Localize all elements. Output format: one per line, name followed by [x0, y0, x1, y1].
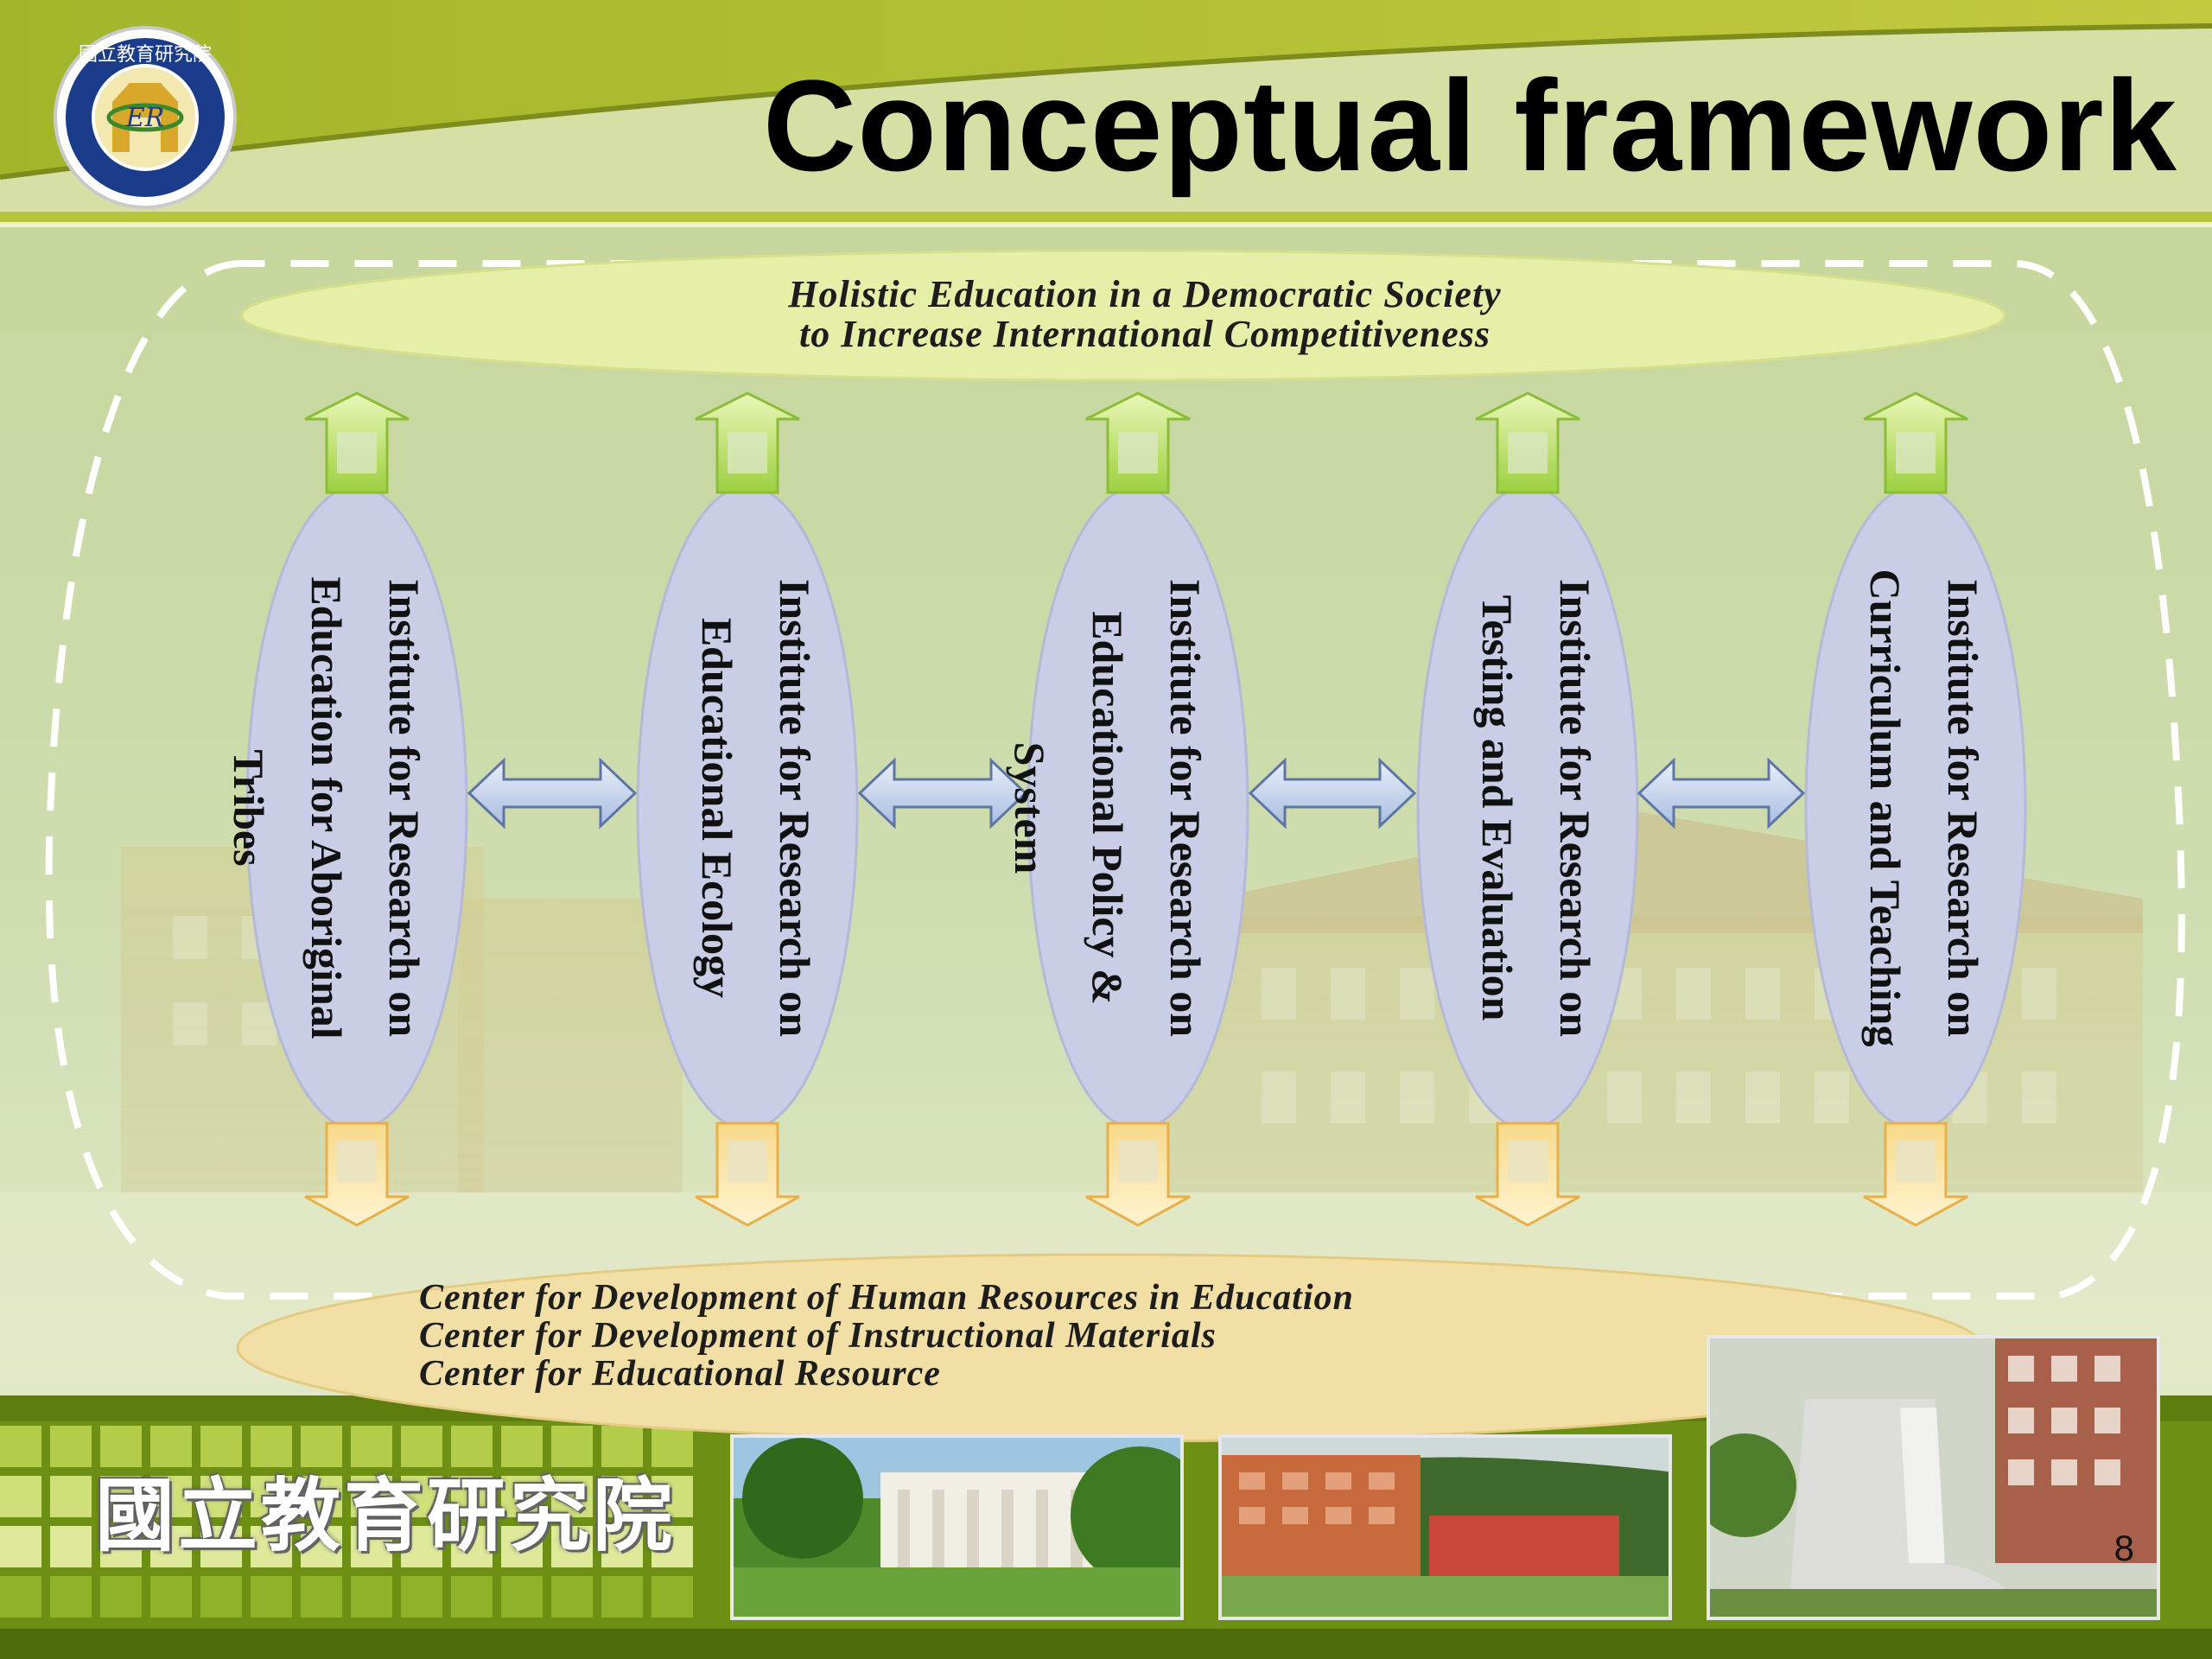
- connector-arrow: [1248, 757, 1417, 830]
- logo-center-text: ER: [125, 103, 165, 133]
- up-arrow: [304, 391, 410, 494]
- institute-label: Institute for Research on Educational Po…: [1006, 578, 1210, 1038]
- footer-tile-pattern: [0, 1426, 693, 1618]
- institution-logo: ER 國立教育研究院: [54, 26, 237, 209]
- institute-label: Institute for Research on Educational Ec…: [693, 578, 819, 1038]
- footer-photo-campus: [1218, 1434, 1672, 1620]
- page-number: 8: [2113, 1528, 2134, 1568]
- up-arrow: [695, 391, 800, 494]
- down-arrow: [695, 1122, 800, 1227]
- footer-photo-garden: [730, 1434, 1184, 1620]
- goal-text: Holistic Education in a Democratic Socie…: [788, 273, 1502, 356]
- goal-ellipse: [240, 249, 2006, 382]
- institute-label: Institute for Research on Testing and Ev…: [1473, 578, 1599, 1038]
- up-arrow: [1085, 391, 1191, 494]
- footer-banner-text: 國立教育研究院: [95, 1470, 677, 1562]
- footer-photo-monument: [1707, 1335, 2160, 1620]
- up-arrow: [1475, 391, 1580, 494]
- up-arrow: [1863, 391, 1968, 494]
- centers-text: Center for Development of Human Resource…: [419, 1278, 1354, 1395]
- institute-label: Institute for Research on Curriculum and…: [1861, 569, 1987, 1047]
- connector-arrow: [857, 757, 1028, 830]
- down-arrow: [1475, 1122, 1580, 1227]
- connector-arrow: [467, 757, 638, 830]
- connector-arrow: [1637, 757, 1806, 830]
- logo-top-text: 國立教育研究院: [79, 44, 212, 66]
- down-arrow: [1863, 1122, 1968, 1227]
- down-arrow: [1085, 1122, 1191, 1227]
- institute-label: Institute for Research on Education for …: [225, 576, 429, 1039]
- down-arrow: [304, 1122, 410, 1227]
- framework-boundary: [45, 260, 2185, 1300]
- slide-title: Conceptual framework: [762, 53, 2177, 198]
